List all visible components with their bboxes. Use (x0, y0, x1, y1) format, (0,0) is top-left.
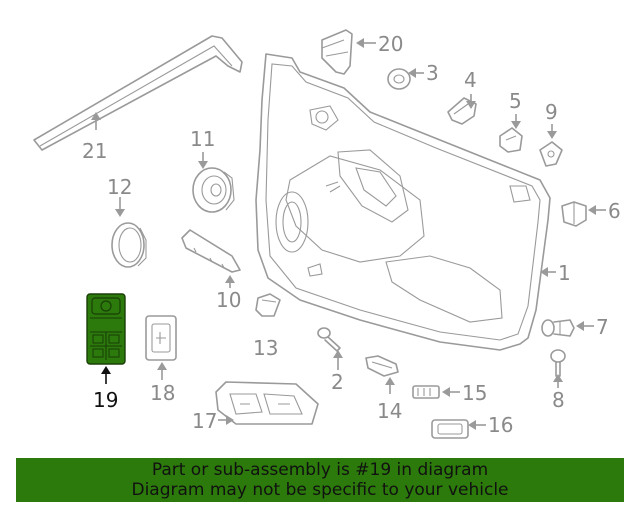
callout-21: 21 (82, 139, 107, 163)
callout-10: 10 (216, 288, 241, 312)
part-3-plug[interactable] (387, 68, 411, 90)
callout-11: 11 (190, 127, 215, 151)
part-8-screw[interactable] (550, 349, 566, 377)
part-4-bracket[interactable] (447, 97, 477, 125)
callout-16: 16 (488, 413, 513, 437)
callout-12: 12 (107, 175, 132, 199)
callout-17: 17 (192, 409, 217, 433)
callout-2: 2 (331, 370, 344, 394)
part-14-handle[interactable] (365, 355, 399, 377)
part-6-clip[interactable] (561, 201, 587, 227)
banner-line-1: Part or sub-assembly is #19 in diagram (151, 460, 489, 480)
part-17-switch-bezel[interactable] (215, 381, 319, 425)
part-1-door-trim-panel[interactable] (255, 53, 551, 351)
callout-8: 8 (552, 388, 565, 412)
callout-20: 20 (378, 32, 403, 56)
part-5-clip[interactable] (499, 127, 523, 153)
callout-5: 5 (509, 89, 522, 113)
part-13-cap[interactable] (255, 293, 281, 317)
callout-7: 7 (596, 315, 609, 339)
callout-9: 9 (545, 100, 558, 124)
part-2-screw[interactable] (317, 327, 341, 352)
part-7-push-pin[interactable] (541, 319, 575, 337)
callout-19: 19 (93, 388, 118, 412)
callout-1: 1 (558, 261, 571, 285)
part-16-switch[interactable] (431, 419, 469, 439)
callout-15: 15 (462, 381, 487, 405)
callout-3: 3 (426, 61, 439, 85)
part-15-insert[interactable] (412, 385, 440, 399)
part-11-speaker[interactable] (192, 167, 235, 213)
banner-line-2: Diagram may not be specific to your vehi… (131, 480, 509, 500)
highlight-banner: Part or sub-assembly is #19 in diagram D… (16, 458, 624, 502)
callout-18: 18 (150, 381, 175, 405)
callout-4: 4 (464, 68, 477, 92)
part-19-master-switch[interactable] (86, 293, 126, 365)
callout-6: 6 (608, 199, 621, 223)
callout-14: 14 (377, 399, 402, 423)
part-18-window-switch[interactable] (145, 315, 177, 361)
part-20-mirror-cover[interactable] (321, 29, 353, 75)
callout-13: 13 (253, 336, 278, 360)
part-10-trim-strip[interactable] (181, 229, 241, 273)
part-12-grille[interactable] (111, 222, 147, 268)
part-9-clip[interactable] (539, 141, 563, 167)
